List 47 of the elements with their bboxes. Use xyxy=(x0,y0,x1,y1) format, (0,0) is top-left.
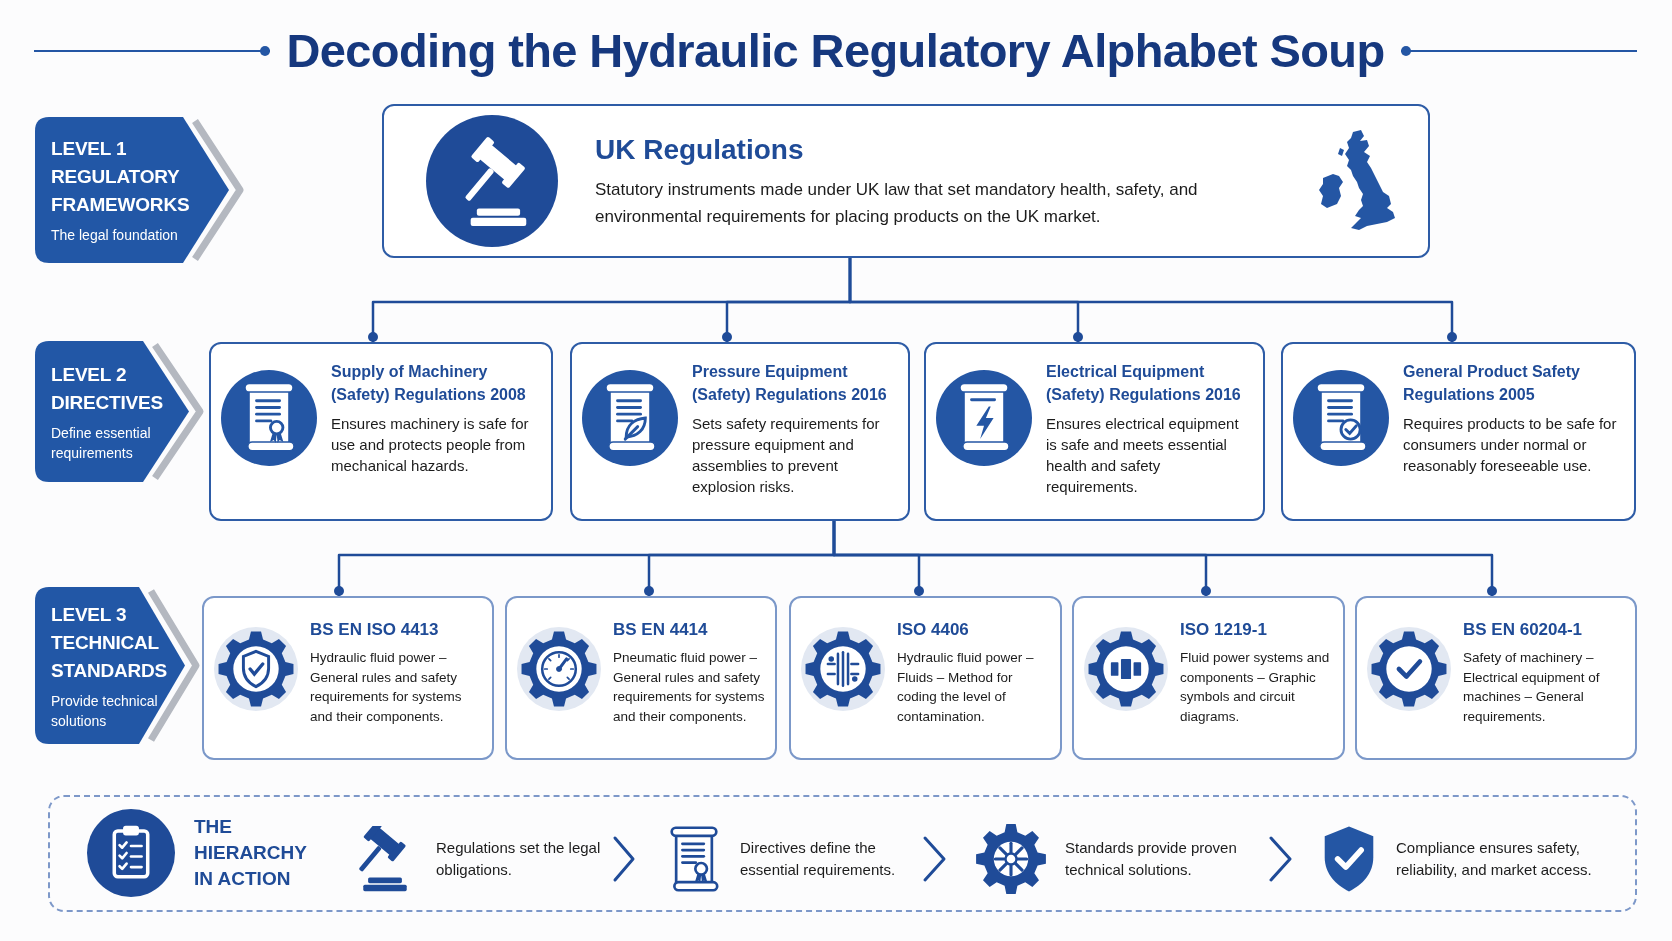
directive-card xyxy=(924,342,1265,521)
level-subtitle: Provide technical solutions xyxy=(51,691,159,731)
panel-heading: THE HIERARCHY IN ACTION xyxy=(194,815,308,891)
step-text: Directives define the essential requirements. xyxy=(740,838,897,880)
connector-line xyxy=(832,521,1497,596)
card-description: Sets safety requirements for pressure equipment and assemblies to prevent explosion risks. xyxy=(692,414,881,497)
connector-line xyxy=(848,258,1457,342)
summary-panel xyxy=(48,795,1637,912)
card-heading: ISO 1219-1 xyxy=(1180,619,1267,641)
card-description: Ensures machinery is safe for use and protects people from mechanical hazards. xyxy=(331,414,530,476)
step-text: Compliance ensures safety, reliability, and market access. xyxy=(1396,838,1593,880)
card-description: Requires products to be safe for consumers under normal or reasonably foreseeable use. xyxy=(1403,414,1618,476)
step-text: Standards provide proven technical solutions. xyxy=(1065,838,1238,880)
level-title: LEVEL 2 DIRECTIVES xyxy=(51,362,165,415)
card-description: Hydraulic fluid power – Fluids – Method for coding the level of contamination. xyxy=(897,649,1035,726)
directive-card xyxy=(1281,342,1636,521)
standard-card xyxy=(202,596,494,760)
level-banner xyxy=(35,341,207,482)
directive-card xyxy=(570,342,910,521)
standard-card xyxy=(789,596,1062,760)
card-heading: Supply of Machinery (Safety) Regulations 2008 xyxy=(331,362,527,405)
regulation-card xyxy=(382,104,1430,258)
card-heading: BS EN ISO 4413 xyxy=(310,619,439,641)
card-description: Ensures electrical equipment is safe and meets essential health and safety requirements. xyxy=(1046,414,1240,497)
card-heading: BS EN 60204-1 xyxy=(1463,619,1583,641)
card-heading: Pressure Equipment (Safety) Regulations 2016 xyxy=(692,362,888,405)
standard-card xyxy=(1355,596,1637,760)
card-description: Statutory instruments made under UK law that set mandatory health, safety, and environmental requirements for placing products on the UK market. xyxy=(595,179,1199,228)
level-title: LEVEL 1 REGULATORY FRAMEWORKS xyxy=(51,137,191,217)
card-heading: Electrical Equipment (Safety) Regulations 2016 xyxy=(1046,362,1242,405)
directive-card xyxy=(209,342,553,521)
level-subtitle: The legal foundation xyxy=(51,226,178,245)
standard-card xyxy=(505,596,777,760)
card-description: Pneumatic fluid power – General rules and safety requirements for systems and their components. xyxy=(613,649,766,726)
level-banner xyxy=(35,587,203,744)
card-description: Fluid power systems and components – Graphic symbols and circuit diagrams. xyxy=(1180,649,1331,726)
card-description: Hydraulic fluid power – General rules and safety requirements for systems and their components. xyxy=(310,649,463,726)
card-heading: ISO 4406 xyxy=(897,619,969,641)
standard-card xyxy=(1072,596,1345,760)
card-heading: BS EN 4414 xyxy=(613,619,708,641)
step-text: Regulations set the legal obligations. xyxy=(436,838,602,880)
page-title: Decoding the Hydraulic Regulatory Alphabet Soup xyxy=(286,23,1385,79)
level-subtitle: Define essential requirements xyxy=(51,423,152,463)
card-heading: UK Regulations xyxy=(595,133,804,167)
level-title: LEVEL 3 TECHNICAL STANDARDS xyxy=(51,602,169,683)
card-heading: General Product Safety Regulations 2005 xyxy=(1403,362,1581,405)
card-description: Safety of machinery – Electrical equipment of machines – General requirements. xyxy=(1463,649,1601,726)
